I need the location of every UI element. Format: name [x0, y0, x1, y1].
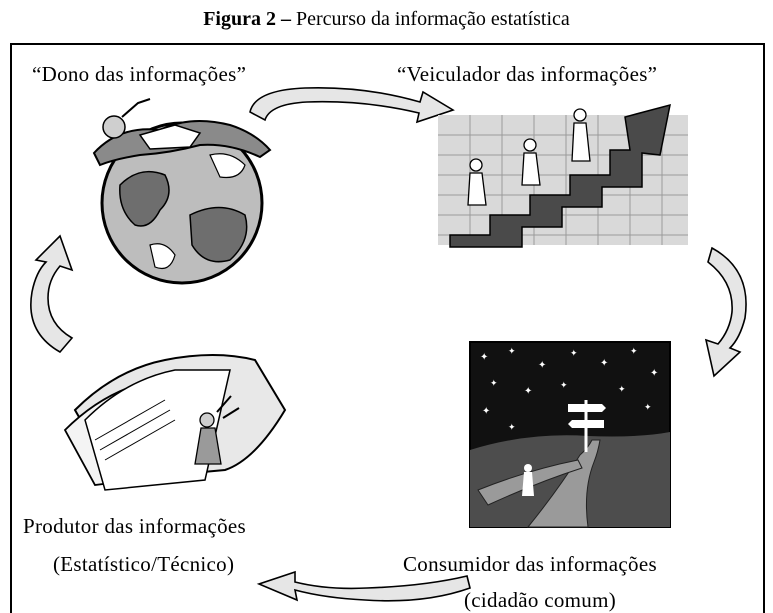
svg-text:✦: ✦ [650, 368, 658, 379]
producer-sublabel: (Estatístico/Técnico) [53, 552, 235, 576]
svg-text:✦: ✦ [538, 360, 546, 371]
night-road-signpost-icon: ✦ ✦ ✦ ✦ ✦ ✦ ✦ ✦ ✦ ✦ ✦ ✦ ✦ ✦ ✦ [469, 341, 671, 528]
svg-text:✦: ✦ [644, 403, 652, 413]
people-climbing-arrow-icon [438, 103, 688, 248]
svg-text:✦: ✦ [490, 379, 498, 389]
svg-text:✦: ✦ [482, 406, 490, 417]
consumer-sublabel: (cidadão comum) [464, 588, 617, 612]
curved-arrow-icon [30, 234, 74, 354]
svg-text:✦: ✦ [508, 347, 516, 357]
caption-text: Percurso da informação estatística [291, 8, 570, 30]
figure-caption: Figura 2 – Percurso da informação estatí… [0, 8, 773, 31]
svg-text:✦: ✦ [508, 423, 516, 433]
curved-arrow-icon [704, 246, 747, 378]
curved-arrow-icon [256, 570, 471, 602]
folder-papers-man-icon [63, 354, 287, 491]
producer-label: Produtor das informações [23, 514, 246, 538]
owner-label: “Dono das informações” [32, 62, 247, 86]
svg-text:✦: ✦ [560, 381, 568, 391]
svg-text:✦: ✦ [630, 347, 638, 357]
svg-text:✦: ✦ [480, 352, 488, 363]
svg-text:✦: ✦ [600, 358, 608, 369]
diagram-frame [10, 43, 765, 613]
svg-text:✦: ✦ [524, 386, 532, 397]
curved-arrow-icon [249, 86, 455, 124]
consumer-label: Consumidor das informações [403, 552, 657, 576]
caption-prefix: Figura 2 – [203, 8, 291, 30]
vehicle-label: “Veiculador das informações” [397, 62, 658, 86]
svg-text:✦: ✦ [618, 385, 626, 395]
svg-text:✦: ✦ [570, 349, 578, 359]
globe-man-icon [92, 98, 272, 285]
